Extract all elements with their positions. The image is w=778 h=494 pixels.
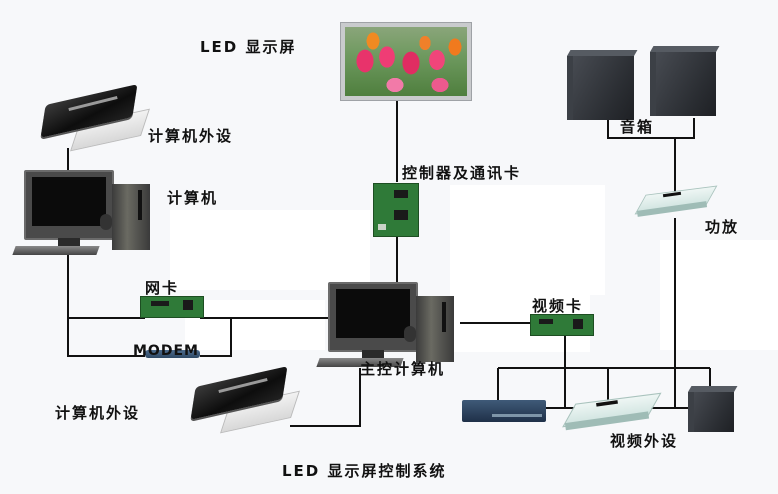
speakers-label: 音箱 (620, 118, 655, 136)
background-patch (450, 185, 605, 295)
speaker-icon (650, 52, 716, 116)
computer-label: 计算机 (167, 189, 219, 207)
modem-label: MODEM (133, 343, 199, 359)
diagram-title: LED 显示屏控制系统 (282, 462, 447, 480)
video-device-icon (562, 392, 662, 431)
wire-speakers (607, 118, 695, 139)
amplifier-label: 功放 (705, 218, 740, 236)
video-card-label: 视频卡 (532, 297, 584, 315)
network-card-label: 网卡 (145, 279, 180, 297)
peripheral-bottom-label: 计算机外设 (55, 404, 141, 422)
speaker-icon (688, 392, 734, 432)
modem-icon (145, 350, 200, 358)
amplifier-icon (634, 185, 718, 217)
desktop-computer-icon (316, 282, 454, 372)
peripheral-top-label: 计算机外设 (148, 127, 234, 145)
speaker-icon (567, 56, 634, 120)
video-peripherals-label: 视频外设 (610, 432, 679, 450)
wire-computer-modem (67, 318, 145, 357)
printer-icon (188, 366, 300, 434)
circuit-board-icon (373, 183, 419, 237)
circuit-board-icon (530, 314, 594, 336)
led-screen-label: LED 显示屏 (200, 38, 297, 56)
desktop-computer-icon (12, 170, 150, 260)
wire-modem-main (200, 318, 232, 357)
main-computer-label: 主控计算机 (360, 360, 446, 378)
background-patch (185, 300, 325, 350)
led-screen-icon (345, 27, 467, 96)
background-patch (660, 240, 778, 350)
background-patch (170, 210, 370, 290)
network-switch-icon (462, 400, 546, 422)
wire-main-printer (290, 368, 361, 427)
circuit-board-icon (140, 296, 204, 318)
controller-card-label: 控制器及通讯卡 (402, 164, 522, 182)
printer-icon (38, 84, 150, 152)
led-screen (340, 22, 472, 101)
